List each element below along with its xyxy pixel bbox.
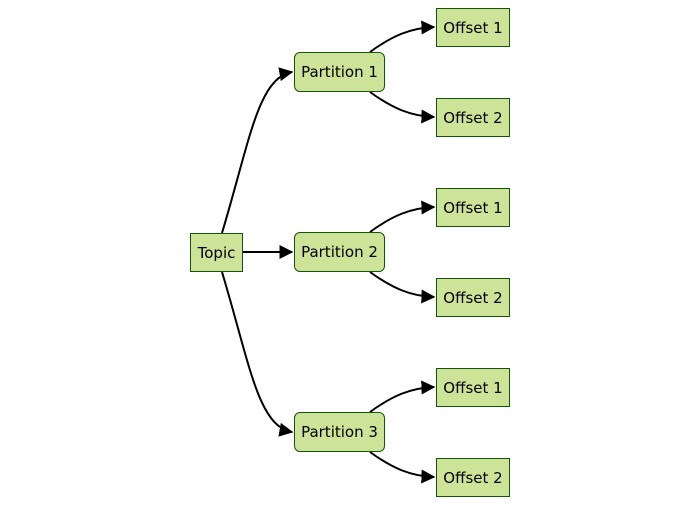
edge-partition3-p3-offset1 xyxy=(369,380,436,413)
partition-3-offset-1-node: Offset 1 xyxy=(436,368,510,407)
edge-topic-partition1 xyxy=(221,67,294,234)
partition-1-node: Partition 1 xyxy=(294,52,385,92)
partition-2-node: Partition 2 xyxy=(294,232,385,272)
edge-partition3-p3-offset2 xyxy=(369,451,436,484)
edge-topic-partition3 xyxy=(221,271,294,437)
edge-partition2-p2-offset2 xyxy=(369,271,436,304)
partition-1-offset-1-node: Offset 1 xyxy=(436,8,510,47)
partition-2-offset-2-node: Offset 2 xyxy=(436,278,510,317)
partition-3-offset-2-node: Offset 2 xyxy=(436,458,510,497)
partition-2-offset-1-node: Offset 1 xyxy=(436,188,510,227)
partition-3-node: Partition 3 xyxy=(294,412,385,452)
partition-1-offset-2-node: Offset 2 xyxy=(436,98,510,137)
topic-node: Topic xyxy=(190,233,243,272)
edge-partition1-p1-offset1 xyxy=(369,20,436,53)
edge-partition2-p2-offset1 xyxy=(369,200,436,233)
edge-partition1-p1-offset2 xyxy=(369,91,436,124)
